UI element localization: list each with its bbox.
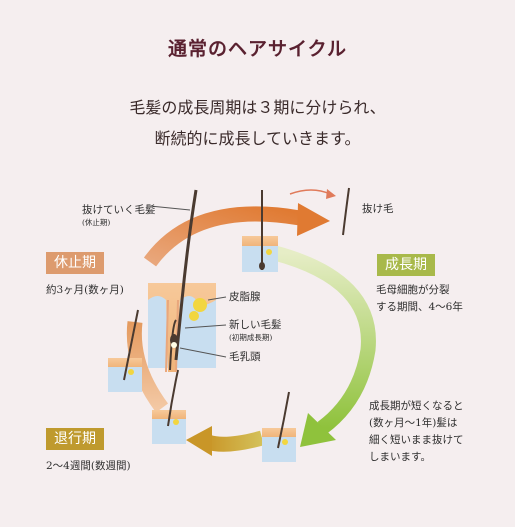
growth-note-line: 成長期が短くなると	[369, 400, 464, 412]
falling-hair-subtext: (休止期)	[82, 218, 111, 227]
arrow-regression-phase	[186, 426, 264, 456]
shed-arrow	[289, 189, 331, 195]
new-hair-text: 新しい毛髪	[229, 319, 282, 331]
intro-line: 毛髪の成長周期は３期に分けられ、	[129, 98, 386, 117]
skin-tile-late-rest	[108, 309, 142, 392]
growth-phase-desc-line: 毛母細胞が分裂	[376, 284, 450, 296]
page-title: 通常のヘアサイクル	[167, 38, 348, 60]
regression-phase-desc-line: 2〜4週間(数週間)	[46, 460, 131, 472]
growth-note: 成長期が短くなると (数ヶ月〜1年)髪は 細く短いまま抜けて しまいます。	[369, 398, 464, 466]
arrow-growth-phase	[273, 245, 376, 447]
sebaceous-gland-label: 皮脂腺	[229, 291, 261, 303]
new-hair-subtext: (初期成長期)	[229, 333, 273, 342]
growth-note-line: しまいます。	[369, 451, 431, 463]
regression-phase-badge: 退行期	[46, 428, 104, 450]
growth-phase-badge: 成長期	[377, 254, 435, 276]
rest-phase-badge: 休止期	[46, 252, 104, 274]
intro-text: 毛髪の成長周期は３期に分けられ、 断続的に成長していきます。	[0, 92, 515, 154]
falling-hair-text: 抜けていく毛髪	[82, 204, 156, 216]
growth-note-line: 細く短いまま抜けて	[369, 434, 464, 446]
growth-phase-desc-line: する期間、4〜6年	[376, 301, 463, 313]
arrow-rest-to-growth	[143, 203, 330, 267]
regression-phase-desc: 2〜4週間(数週間)	[46, 458, 131, 475]
skin-tile-growth-start	[242, 190, 278, 272]
skin-tile-shed	[342, 187, 350, 236]
shed-hair-label: 抜け毛	[362, 203, 394, 215]
hair-follicle-illustration	[148, 189, 227, 373]
rest-phase-desc-line: 約3ヶ月(数ヶ月)	[46, 284, 124, 296]
new-hair-label: 新しい毛髪 (初期成長期)	[229, 318, 282, 343]
falling-hair-label: 抜けていく毛髪 (休止期)	[82, 203, 156, 228]
intro-line: 断続的に成長していきます。	[154, 129, 361, 148]
skin-tile-regression	[262, 391, 296, 462]
shed-arrow-head	[326, 189, 336, 199]
growth-note-line: (数ヶ月〜1年)髪は	[369, 417, 458, 429]
rest-phase-desc: 約3ヶ月(数ヶ月)	[46, 282, 124, 299]
skin-tile-rest	[152, 369, 186, 444]
growth-phase-desc: 毛母細胞が分裂 する期間、4〜6年	[376, 282, 463, 316]
dermal-papilla-label: 毛乳頭	[229, 351, 261, 363]
